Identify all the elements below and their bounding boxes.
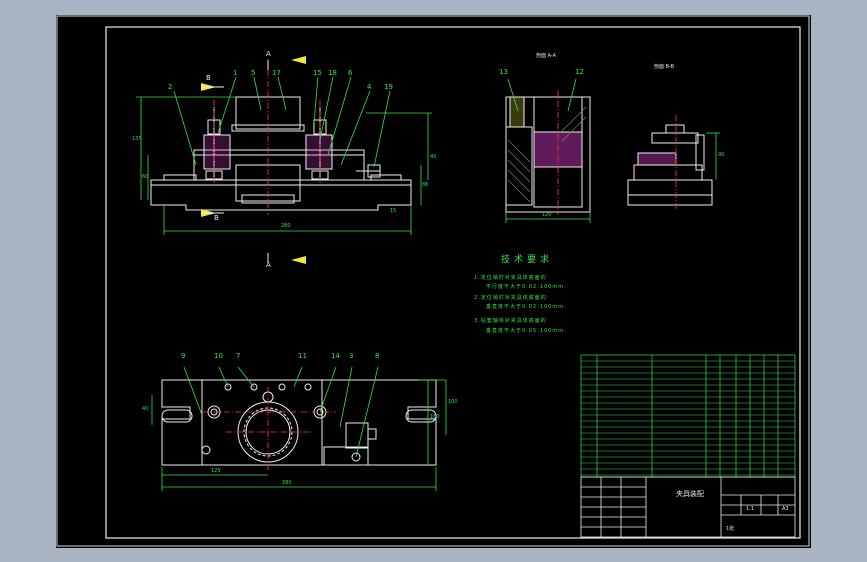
drawing-frame: 2 1 5 17 15 18 6 4 19 A B B A 280 135 45… bbox=[56, 15, 811, 548]
tech-req-line-3: 2.定位销钉对夹具体底面的 bbox=[474, 295, 547, 301]
tech-req-line-6: 垂直度不大于0.05:100mm. bbox=[486, 328, 567, 334]
callout-15: 15 bbox=[313, 69, 322, 77]
callout-8: 8 bbox=[375, 352, 380, 360]
dim-plan-left: 40 bbox=[142, 406, 149, 412]
section-mark-a-bottom: A bbox=[266, 261, 271, 269]
dim-aa-width: 120 bbox=[542, 212, 552, 218]
parts-list bbox=[580, 354, 796, 478]
callout-2: 2 bbox=[168, 83, 173, 91]
callout-18: 18 bbox=[328, 69, 337, 77]
drawing-sheet bbox=[56, 15, 810, 547]
dim-bb-height: 90 bbox=[718, 152, 725, 158]
callout-11: 11 bbox=[298, 352, 307, 360]
section-bb bbox=[627, 124, 713, 206]
tech-req-title: 技术要求 bbox=[501, 255, 554, 265]
callout-17: 17 bbox=[272, 69, 281, 77]
front-view bbox=[150, 96, 412, 211]
dim-front-right-height: 45 bbox=[430, 154, 437, 160]
dim-front-width: 280 bbox=[281, 223, 291, 229]
callout-6: 6 bbox=[348, 69, 353, 77]
callout-1: 1 bbox=[233, 69, 238, 77]
dim-plan-inner: 125 bbox=[211, 468, 221, 474]
tech-req-line-2: 平行度不大于0.02:100mm. bbox=[486, 284, 567, 290]
callout-19: 19 bbox=[384, 83, 393, 91]
title-block bbox=[580, 476, 796, 538]
section-aa bbox=[505, 96, 591, 213]
callout-13: 13 bbox=[499, 68, 508, 76]
dim-front-height: 135 bbox=[132, 136, 142, 142]
section-mark-b-top: B bbox=[206, 74, 211, 82]
callout-4: 4 bbox=[367, 83, 372, 91]
dim-plan-width: 280 bbox=[282, 480, 292, 486]
dim-front-base-right: 15 bbox=[390, 208, 397, 214]
callout-7: 7 bbox=[236, 352, 241, 360]
section-mark-a-top: A bbox=[266, 50, 271, 58]
plan-view bbox=[161, 379, 437, 466]
tech-req-line-5: 3.钻套轴线对夹具体底面的 bbox=[474, 318, 547, 324]
tech-req-line-1: 1.定位销钉对夹具体底面的 bbox=[474, 275, 547, 281]
section-mark-b-bottom: B bbox=[214, 214, 219, 222]
title-material: A3 bbox=[782, 506, 789, 512]
dim-front-h2: 88 bbox=[422, 182, 429, 188]
tech-req-line-4: 垂直度不大于0.02:100mm. bbox=[486, 304, 567, 310]
callout-10: 10 bbox=[214, 352, 223, 360]
callout-12: 12 bbox=[575, 68, 584, 76]
dim-plan-right: 160 bbox=[430, 414, 440, 420]
callout-14: 14 bbox=[331, 352, 340, 360]
callout-3: 3 bbox=[349, 352, 354, 360]
section-bb-title: 剖面 B-B bbox=[654, 64, 675, 70]
title-sheet: 1张 bbox=[726, 526, 735, 532]
section-aa-title: 剖面 A-A bbox=[536, 53, 557, 59]
dim-plan-right2: 100 bbox=[448, 399, 458, 405]
callout-5: 5 bbox=[251, 69, 256, 77]
title-scale: 1:1 bbox=[746, 506, 755, 512]
drawing-title: 夹具装配 bbox=[676, 490, 704, 498]
dim-front-small: 60 bbox=[142, 174, 149, 180]
callout-9: 9 bbox=[181, 352, 186, 360]
